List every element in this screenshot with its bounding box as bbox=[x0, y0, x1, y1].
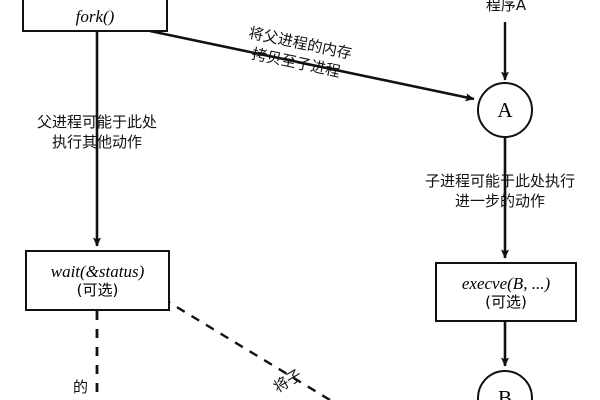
node-wait-label: wait(&status) bbox=[50, 262, 145, 282]
node-fork-label: fork() bbox=[75, 6, 115, 26]
annotation-program-a-text: 程序A bbox=[485, 0, 527, 14]
node-execve-box[interactable]: execve(B, ...) (可选) bbox=[435, 262, 577, 322]
annotation-child-line1: 子进程可能于此处执行 bbox=[424, 172, 575, 190]
annotation-dashed-partial: 的 bbox=[62, 378, 88, 398]
node-execve-sublabel: (可选) bbox=[485, 292, 527, 311]
annotation-child-further-actions: 子进程可能于此处执行 进一步的动作 bbox=[400, 172, 600, 212]
node-wait-sublabel: (可选) bbox=[76, 281, 119, 300]
annotation-dashed-partial-text: 的 bbox=[72, 378, 88, 396]
edge-fork-to-child-a bbox=[149, 29, 475, 102]
annotation-parent-other-actions: 父进程可能于此处 执行其他动作 bbox=[6, 113, 188, 153]
annotation-parent-line2: 执行其他动作 bbox=[51, 132, 142, 151]
annotation-program-a: 程序A bbox=[466, 0, 546, 16]
annotation-child-line2: 进一步的动作 bbox=[454, 191, 545, 210]
edge-child-exit-to-wait bbox=[151, 290, 331, 400]
node-wait-box[interactable]: wait(&status) (可选) bbox=[25, 250, 170, 311]
node-circle-a-label: A bbox=[497, 97, 513, 122]
node-fork-box[interactable]: fork() bbox=[22, 0, 168, 32]
node-circle-a[interactable]: A bbox=[477, 82, 533, 138]
node-circle-b-label: B bbox=[497, 385, 512, 400]
node-execve-label: execve(B, ...) bbox=[461, 273, 551, 293]
annotation-parent-line1: 父进程可能于此处 bbox=[36, 113, 157, 131]
